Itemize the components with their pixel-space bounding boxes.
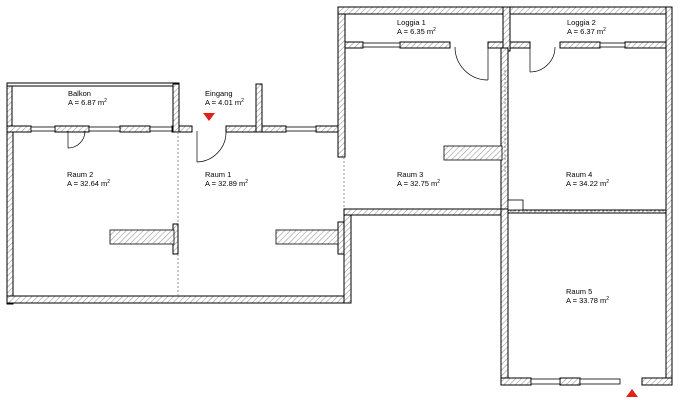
fixtures [109,145,524,245]
wall-loggia1-bottom-a [344,41,364,49]
wall-step-east [343,210,352,304]
room-label-eingang: Eingang A = 4.01 m2 [205,89,244,107]
windows [30,42,626,385]
wall-raum5-west [500,208,509,386]
room-label-loggia2: Loggia 2 A = 6.37 m2 [567,18,606,36]
fixture-raum3 [443,145,503,161]
door-balkon [67,130,86,149]
room-name: Loggia 1 [397,18,426,27]
wall-loggia1-bottom-b [399,41,451,49]
entrance-marker-icon [626,389,638,397]
openings [177,70,666,296]
room-label-raum5: Raum 5 A = 33.78 m2 [566,287,609,305]
wall-raum5-south-a [500,377,532,386]
doors [67,46,556,163]
room-area: A = 32.89 m2 [205,179,248,188]
window [88,126,121,132]
room-label-balkon: Balkon A = 6.87 m2 [68,89,107,107]
window [285,126,317,132]
wall-loggia2-bottom-c [624,41,673,49]
window [149,126,173,132]
room-label-raum2: Raum 2 A = 32.64 m2 [67,170,110,188]
room-name: Loggia 2 [567,18,596,27]
door-eingang [196,130,227,163]
window [362,42,401,48]
wall-loggia2-bottom-a [509,41,531,49]
room-area: A = 6.87 m2 [68,98,107,107]
room-name: Raum 1 [205,170,231,179]
room-name: Raum 3 [397,170,423,179]
room-name: Raum 4 [566,170,592,179]
room-area: A = 32.75 m2 [397,179,440,188]
room-name: Eingang [205,89,233,98]
room-name: Raum 5 [566,287,592,296]
room-area: A = 6.37 m2 [567,27,606,36]
door-loggia2 [529,46,556,73]
room-labels: Balkon A = 6.87 m2 Eingang A = 4.01 m2 L… [67,18,609,305]
fixture-raum1 [275,229,339,245]
entrance-marker-icon [203,113,215,121]
room-name: Raum 2 [67,170,93,179]
window [599,42,626,48]
wall-east [665,6,673,386]
wall-r3-r4 [500,47,509,216]
wall-north-left-a [6,125,32,133]
wall-mid-west-upper [337,6,346,158]
wall-eingang-right [255,83,263,133]
fixture-raum2 [109,229,175,245]
room-name: Balkon [68,89,91,98]
wall-west [6,125,14,305]
room-area: A = 6.35 m2 [397,27,436,36]
room-label-raum4: Raum 4 A = 34.22 m2 [566,170,609,188]
wall-south-left [6,295,352,304]
wall-balkon-rail [6,82,180,87]
wall-loggia2-bottom-b [559,41,601,49]
wall-r4-r5 [507,209,667,214]
window [30,126,56,132]
walls [6,6,673,386]
window [530,378,561,385]
room-area: A = 4.01 m2 [205,98,244,107]
wall-raum5-south-c [641,377,673,386]
room-label-raum1: Raum 1 A = 32.89 m2 [205,170,248,188]
window [579,378,621,385]
fixture-raum4-column [507,199,524,211]
wall-eingang-left [172,83,180,133]
door-loggia1 [454,46,489,81]
wall-balkon-left [6,82,13,131]
wall-loggia-divider [502,6,511,52]
wall-north-left-b [54,125,90,133]
room-area: A = 34.22 m2 [566,179,609,188]
wall-raum3-south [343,208,508,216]
room-label-raum3: Raum 3 A = 32.75 m2 [397,170,440,188]
room-label-loggia1: Loggia 1 A = 6.35 m2 [397,18,436,36]
wall-partition-raum1 [337,221,345,255]
wall-raum5-south-b [559,377,581,386]
wall-north-left-c [119,125,151,133]
room-area: A = 32.64 m2 [67,179,110,188]
room-area: A = 33.78 m2 [566,296,609,305]
